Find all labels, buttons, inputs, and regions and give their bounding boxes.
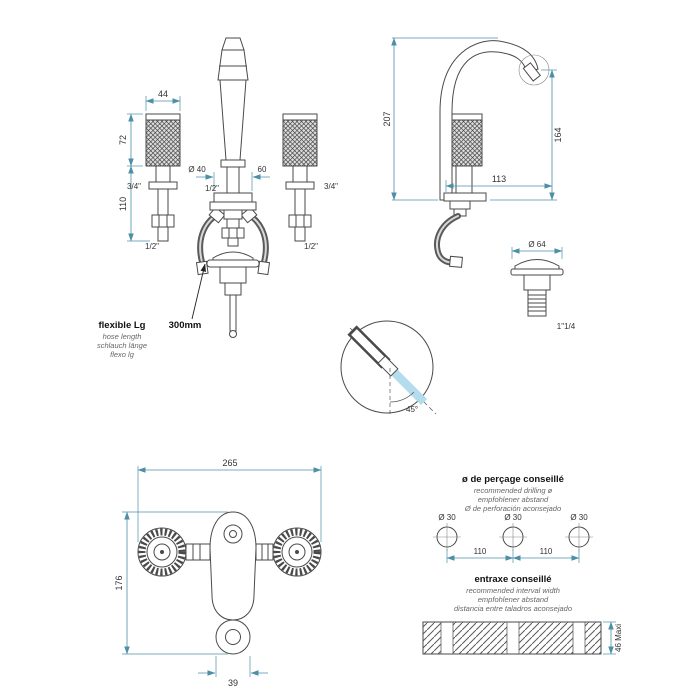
hole-2-label: Ø 30 — [504, 513, 522, 522]
aerator-cap — [377, 355, 399, 377]
slot-1 — [440, 621, 454, 655]
dim-46-maxi: 46 Maxi — [614, 624, 623, 652]
drilling-subtitle-es: Ø de perforación aconsejado — [464, 504, 561, 513]
hose-label-de: schlauch länge — [97, 341, 147, 350]
spacing-2: 110 — [540, 547, 553, 556]
hose-elbow-right — [240, 206, 258, 224]
side-view-dimensions: 207 164 113 — [382, 37, 563, 201]
waste-dome — [514, 259, 560, 270]
hose-length-value: 300mm — [169, 320, 202, 331]
hose-label-block: flexible Lg hose length schlauch länge f… — [97, 263, 206, 359]
popup-waste-front — [206, 251, 260, 338]
size-half-left: 1/2" — [145, 242, 159, 251]
handle-left-front — [145, 113, 181, 242]
dim-60: 60 — [258, 165, 267, 174]
dim-39: 39 — [228, 678, 238, 688]
slot-2 — [506, 621, 520, 655]
handle-right-front — [282, 113, 318, 242]
front-view-dimensions: 44 72 110 3/4" 3/4" Ø 40 60 1/2" 1/2" 1/… — [118, 89, 338, 251]
drilling-guide: ø de perçage conseillé recommended drill… — [433, 474, 593, 563]
dim-265: 265 — [222, 458, 237, 468]
water-stream — [391, 369, 427, 405]
handle-right-plan — [272, 527, 322, 577]
dim-diameter-40: Ø 40 — [188, 165, 206, 174]
hose-label-es: flexo lg — [110, 350, 135, 359]
hose-label-en: hose length — [103, 332, 142, 341]
hole-1-label: Ø 30 — [438, 513, 456, 522]
size-half-right: 1/2" — [304, 242, 318, 251]
handle-side — [451, 113, 483, 194]
plan-view: 265 176 39 — [114, 458, 322, 688]
dim-diameter-64: Ø 64 — [528, 240, 546, 249]
dim-110: 110 — [118, 197, 128, 211]
waste-lever-knob — [229, 330, 237, 338]
hose-side — [434, 200, 471, 268]
handle-left-plan — [137, 527, 187, 577]
spout-front — [209, 37, 257, 247]
size-three-quarter-left: 3/4" — [127, 182, 141, 191]
thread-size-label: 1"1/4 — [557, 322, 576, 331]
interval-title: entraxe conseillé — [474, 574, 551, 585]
dim-164: 164 — [553, 127, 563, 142]
knurled-grip-left — [145, 113, 181, 167]
plan-view-dimensions: 265 176 39 — [114, 458, 322, 688]
hose-leader-arrow — [191, 263, 206, 320]
base-flange-side — [443, 192, 487, 202]
connector-right — [255, 543, 274, 561]
dim-113: 113 — [492, 174, 506, 184]
dim-207: 207 — [382, 111, 392, 126]
spout-body-plan — [209, 511, 257, 621]
front-view: 44 72 110 3/4" 3/4" Ø 40 60 1/2" 1/2" 1/… — [97, 37, 338, 359]
drilling-title: ø de perçage conseillé — [462, 474, 564, 485]
hole-3-label: Ø 30 — [570, 513, 588, 522]
hose-label-title: flexible Lg — [99, 320, 146, 331]
drain-view: Ø 64 1"1/4 — [510, 240, 576, 331]
slot-3 — [572, 621, 586, 655]
spacing-1: 110 — [474, 547, 487, 556]
detail-view: 45° — [340, 320, 437, 416]
interval-subtitle-es: distancia entre taladros aconsejado — [454, 604, 572, 613]
hose-end-left — [195, 260, 209, 276]
interval-subtitle-de: empfohlener abstand — [478, 595, 549, 604]
size-three-quarter-right: 3/4" — [324, 182, 338, 191]
dim-72: 72 — [118, 135, 128, 145]
aerator-tip-side — [522, 62, 541, 82]
dim-44: 44 — [158, 89, 168, 99]
hose-end-right — [257, 260, 271, 276]
hose-elbow-left — [208, 206, 226, 224]
size-half-center: 1/2" — [205, 184, 219, 193]
aerator-plan — [215, 619, 251, 655]
drilling-subtitle-de: empfohlener abstand — [478, 495, 549, 504]
interval-subtitle-en: recommended interval width — [466, 586, 560, 595]
interval-guide: entraxe conseillé recommended interval w… — [422, 574, 623, 655]
angle-45-label: 45° — [406, 405, 418, 414]
connector-left — [185, 543, 211, 561]
drilling-subtitle-en: recommended drilling ø — [474, 486, 553, 495]
dim-176: 176 — [114, 575, 124, 590]
knurled-grip-right — [282, 113, 318, 167]
side-view: 207 164 113 — [382, 37, 563, 268]
angle-arc — [389, 391, 415, 403]
